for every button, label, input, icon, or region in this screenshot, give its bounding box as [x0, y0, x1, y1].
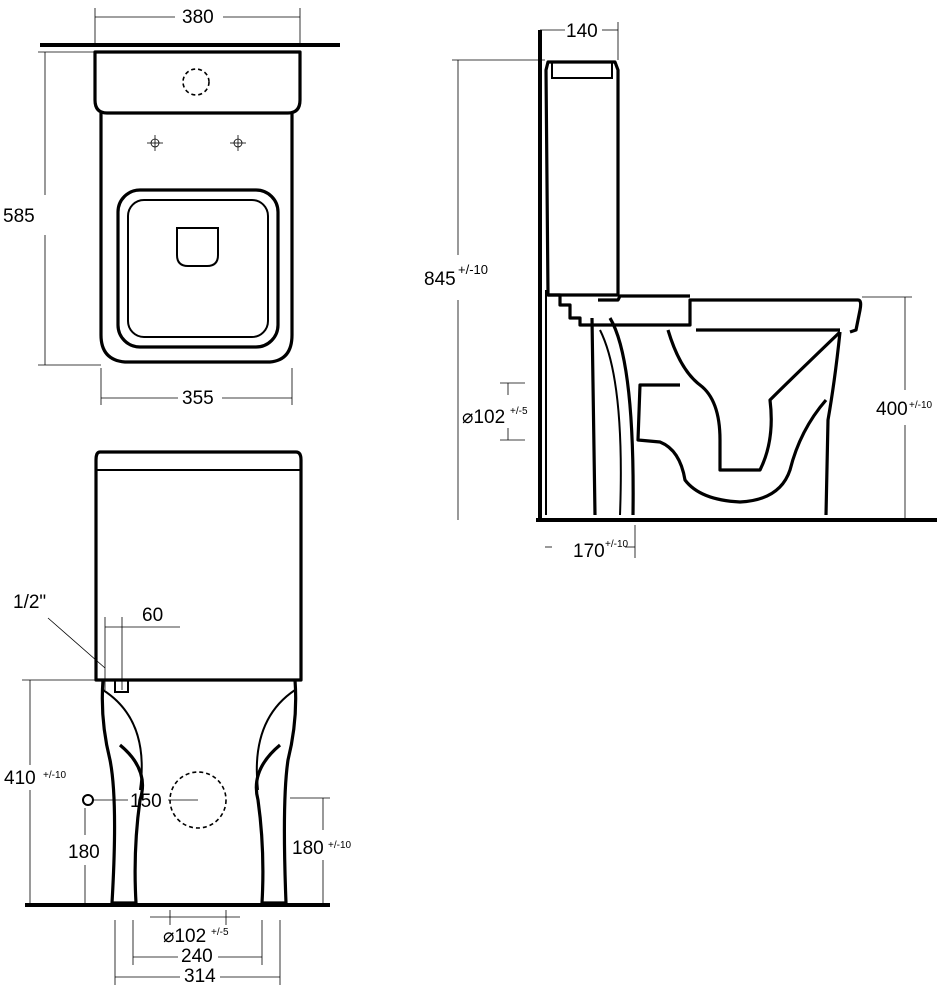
bowl-outline: [99, 113, 294, 364]
seat-outline: [116, 188, 280, 349]
fixing-hole-icon: [147, 135, 246, 151]
dim-total-height: 845: [424, 269, 456, 290]
inlet-connector: [114, 679, 129, 693]
dim-inlet-size: 1/2": [13, 592, 46, 613]
dim-height-tol: +/-10: [43, 770, 67, 781]
dim-cistern-depth: 140: [566, 21, 598, 42]
dim-inlet-spacing: 150: [130, 791, 162, 812]
dim-outlet-wall-distance-tol: +/-10: [605, 539, 629, 550]
dimension-lines: [38, 8, 301, 405]
dim-outlet-wall-distance: 170: [573, 541, 605, 562]
bowl-rim: [548, 293, 863, 334]
dimension-lines: [22, 617, 330, 985]
dim-inlet-height: 180: [68, 842, 100, 863]
dim-depth: 585: [3, 206, 35, 227]
bowl-trap: [666, 329, 842, 516]
dimension-lines: [452, 22, 912, 558]
dim-side-outlet-diameter: ⌀102: [462, 407, 505, 428]
dim-seat-height: 400: [876, 399, 908, 420]
cistern-side: [544, 60, 620, 297]
dim-seat-width: 355: [182, 388, 214, 409]
water-inlet-icon: [82, 794, 94, 806]
dim-side-outlet-diameter-tol: +/-5: [510, 406, 528, 417]
front-view: 1/2" 60 410 +/-10 150 180 180 +/-10 ⌀102…: [4, 450, 352, 987]
side-view: 140 845 +/-10 ⌀102 +/-5 400 +/-10 170 +/…: [424, 21, 937, 562]
dim-outlet-height: 180: [292, 838, 324, 859]
dim-seat-height-tol: +/-10: [909, 400, 933, 411]
dim-inlet-offset: 60: [142, 605, 163, 626]
seat-inner: [127, 199, 269, 338]
dim-base-inner: 240: [181, 946, 213, 967]
dim-height: 410: [4, 768, 36, 789]
top-view: 380 585 355: [3, 7, 340, 409]
dim-outlet-diameter-tol: +/-5: [211, 927, 229, 938]
dim-base-outer: 314: [184, 966, 216, 987]
flush-button-icon: [182, 68, 210, 96]
pedestal-side: [590, 317, 635, 516]
dim-width: 380: [182, 7, 214, 28]
dim-outlet-diameter: ⌀102: [163, 926, 206, 947]
cistern-front: [94, 450, 303, 682]
cistern-outline: [93, 50, 302, 115]
dim-total-height-tol: +/-10: [458, 262, 488, 277]
dim-outlet-height-tol: +/-10: [328, 840, 352, 851]
seat-handle: [176, 227, 219, 267]
